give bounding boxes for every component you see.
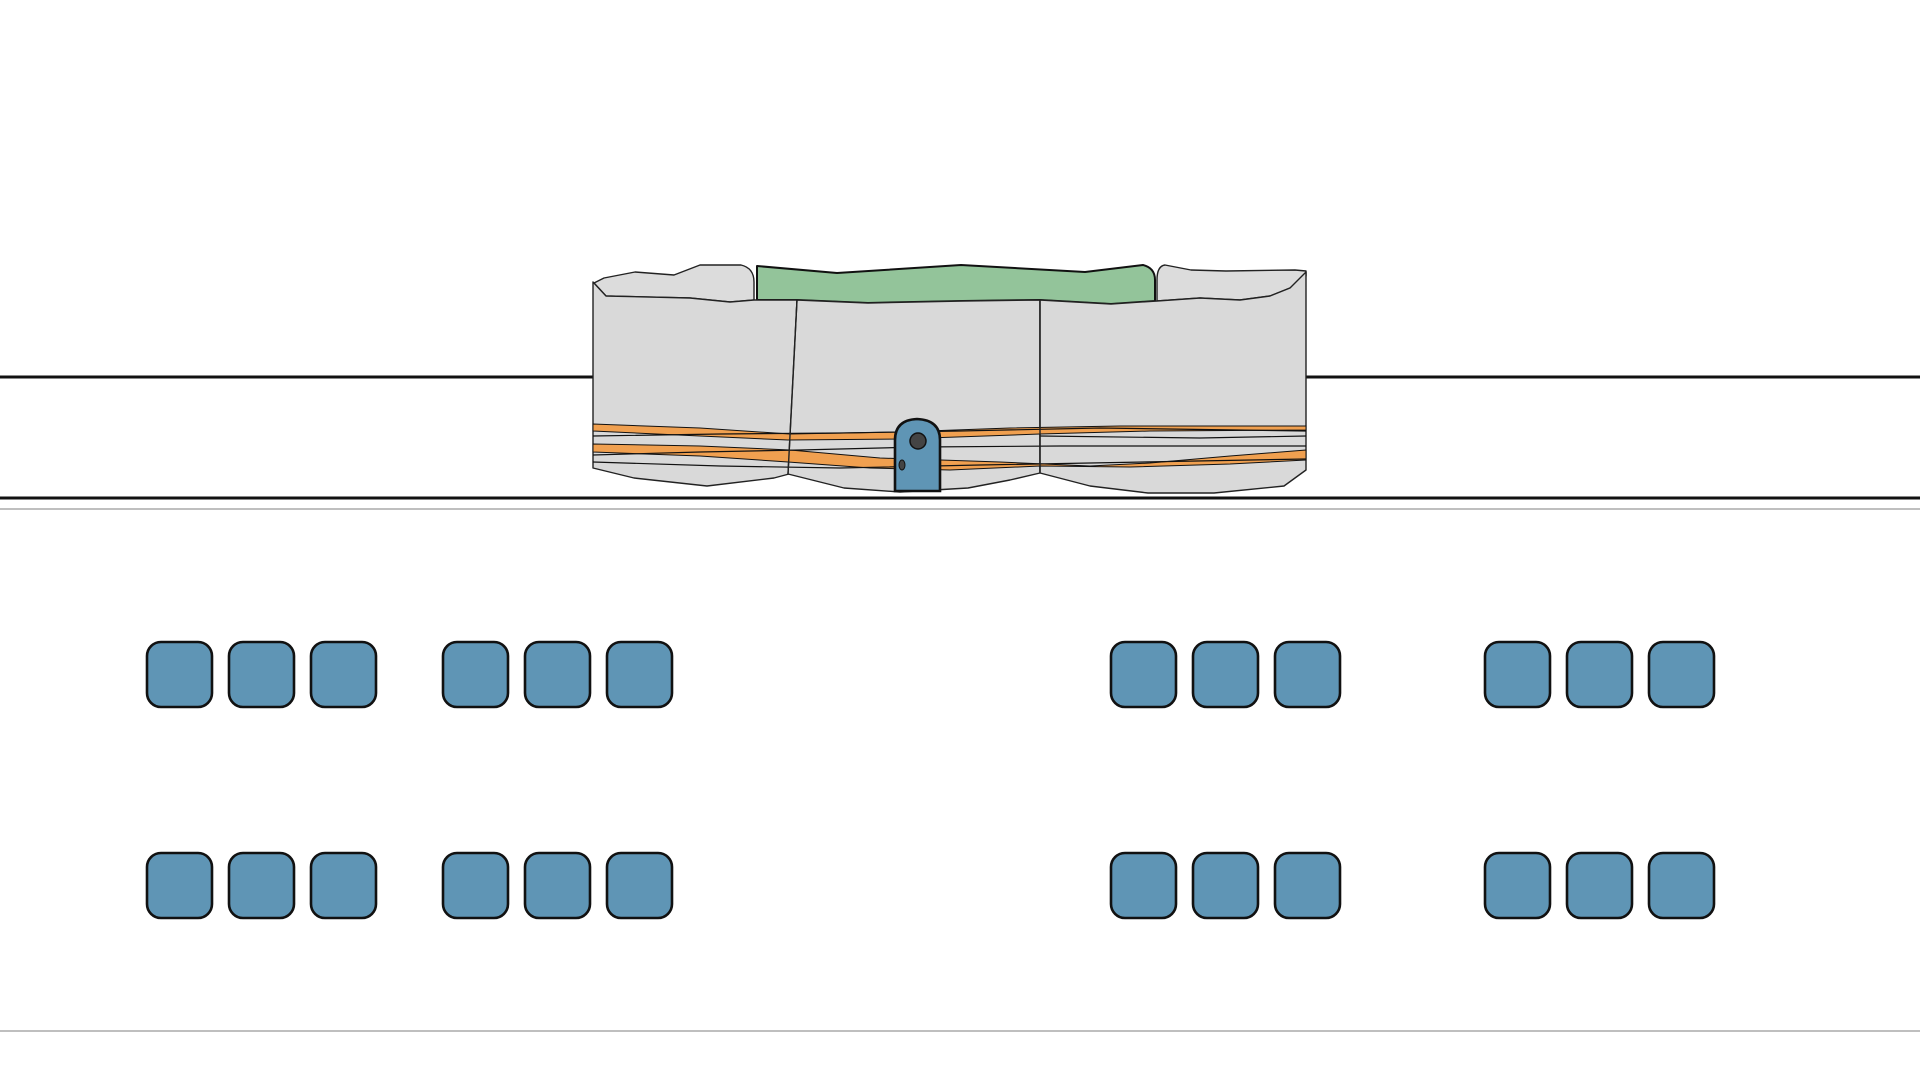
- stripe-dark-2: [592, 445, 1306, 456]
- rounded-square-button-icon[interactable]: [441, 640, 510, 709]
- block-seam-left: [787, 299, 798, 475]
- rounded-square-button-icon[interactable]: [145, 851, 214, 920]
- rock-block-middle[interactable]: [787, 299, 1041, 493]
- rounded-square-button-icon[interactable]: [605, 851, 674, 920]
- door-window-icon: [909, 432, 927, 450]
- rounded-square-button-icon[interactable]: [309, 851, 378, 920]
- door-icon[interactable]: [893, 417, 942, 493]
- rounded-square-button-icon[interactable]: [309, 640, 378, 709]
- rounded-square-button-icon[interactable]: [1273, 851, 1342, 920]
- rounded-square-button-icon[interactable]: [145, 640, 214, 709]
- grass-top-icon: [756, 264, 1156, 305]
- rounded-square-button-icon[interactable]: [1109, 640, 1178, 709]
- rounded-square-button-icon[interactable]: [227, 851, 296, 920]
- rounded-square-button-icon[interactable]: [1109, 851, 1178, 920]
- rounded-square-button-icon[interactable]: [523, 851, 592, 920]
- door-knob-icon: [898, 459, 906, 471]
- rounded-square-button-icon[interactable]: [1647, 851, 1716, 920]
- rounded-square-button-icon[interactable]: [441, 851, 510, 920]
- rounded-square-button-icon[interactable]: [1483, 640, 1552, 709]
- rounded-square-button-icon[interactable]: [523, 640, 592, 709]
- rounded-square-button-icon[interactable]: [1647, 640, 1716, 709]
- rounded-square-button-icon[interactable]: [1483, 851, 1552, 920]
- stripe-dark-4: [1039, 435, 1307, 439]
- rounded-square-button-icon[interactable]: [1565, 640, 1634, 709]
- rounded-square-button-icon[interactable]: [1273, 640, 1342, 709]
- track: [0, 375, 1920, 510]
- keypad: [145, 640, 1716, 920]
- rock-structure: [592, 264, 1307, 494]
- rounded-square-button-icon[interactable]: [1191, 851, 1260, 920]
- rounded-square-button-icon[interactable]: [227, 640, 296, 709]
- rounded-square-button-icon[interactable]: [1191, 640, 1260, 709]
- stripe-dark-3: [592, 458, 1307, 469]
- rounded-square-button-icon[interactable]: [605, 640, 674, 709]
- rounded-square-button-icon[interactable]: [1565, 851, 1634, 920]
